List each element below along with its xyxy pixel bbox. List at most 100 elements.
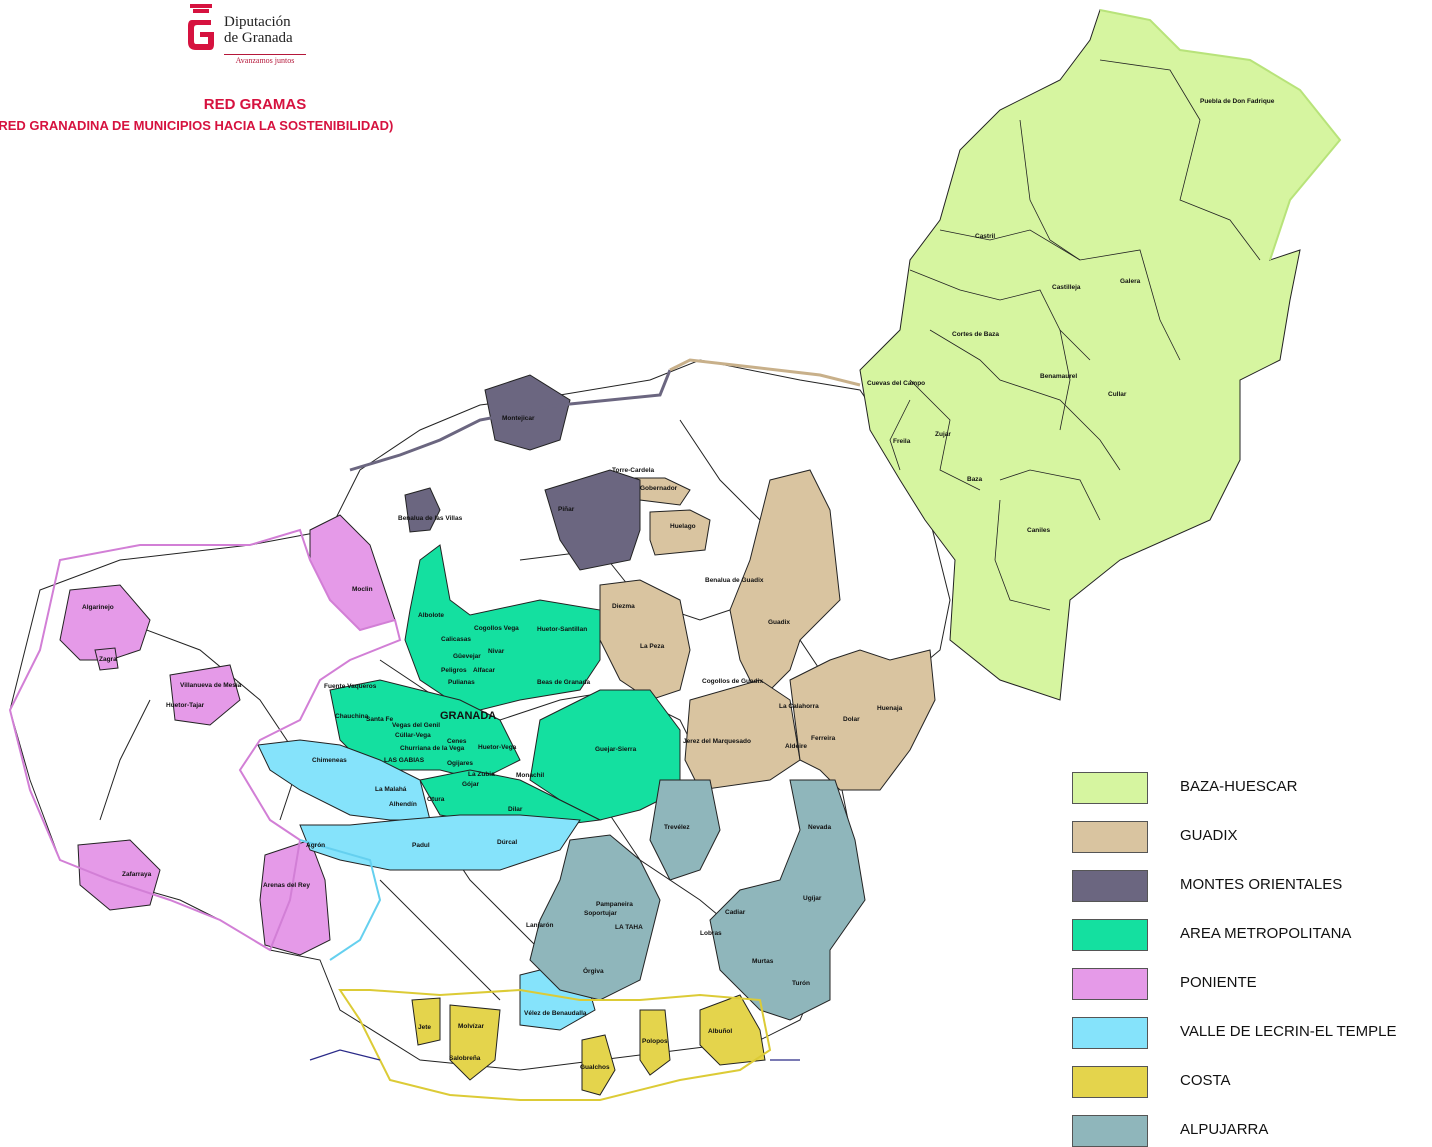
place-label: Huetor-Vega — [478, 744, 517, 751]
logo-g-icon — [188, 4, 214, 50]
legend-item-valle-lecrin: VALLE DE LECRIN-EL TEMPLE — [1070, 1015, 1432, 1049]
diputacion-logo: Diputación de Granada Avanzamos juntos — [186, 4, 326, 70]
legend-swatch — [1072, 1115, 1148, 1147]
place-label: Puebla de Don Fadrique — [1200, 98, 1275, 105]
place-label: Huetor-Santillan — [537, 626, 587, 633]
place-label: Castril — [975, 233, 995, 240]
place-label: Dúrcal — [497, 839, 517, 846]
place-label: Vegas del Genil — [392, 722, 440, 729]
place-label: Salobreña — [449, 1055, 481, 1062]
map-title: RED GRAMAS — [203, 96, 307, 113]
place-label: Castilleja — [1052, 284, 1081, 291]
place-label: Huetor-Tajar — [166, 702, 205, 709]
place-label: Cúllar-Vega — [395, 732, 431, 739]
place-label: Galera — [1120, 278, 1141, 285]
place-label: La Calahorra — [779, 703, 819, 710]
place-label: Dilar — [508, 806, 523, 813]
river — [309, 1049, 800, 1061]
place-label: Cullar — [1108, 391, 1127, 398]
legend-label: COSTA — [1180, 1072, 1231, 1089]
legend-swatch — [1072, 1017, 1148, 1049]
place-label: Huelago — [670, 523, 696, 530]
place-label: Gójar — [462, 781, 479, 788]
region-alpujarra — [529, 779, 866, 1021]
place-label: LAS GABIAS — [384, 757, 425, 764]
place-label: Otura — [427, 796, 445, 803]
place-label: Trevélez — [664, 824, 690, 831]
place-label: Molvízar — [458, 1023, 484, 1030]
place-label: Freila — [893, 438, 911, 445]
place-label: LA TAHA — [615, 924, 643, 931]
map-subtitle: (RED GRANADINA DE MUNICIPIOS HACIA LA SO… — [0, 118, 394, 133]
place-label: Cadiar — [725, 909, 746, 916]
boundary-poniente — [8, 528, 402, 952]
place-label: Benalua de Guadix — [705, 577, 764, 584]
legend-label: AREA METROPOLITANA — [1180, 925, 1352, 942]
boundary-lecrin — [299, 839, 382, 961]
place-label: Caniles — [1027, 527, 1051, 534]
place-label: Alfacar — [473, 667, 496, 674]
place-label: Guadix — [768, 619, 790, 626]
legend-label: ALPUJARRA — [1180, 1121, 1269, 1138]
place-label: Arenas del Rey — [263, 882, 310, 889]
place-label: Aldeire — [785, 743, 807, 750]
place-label: Albolote — [418, 612, 444, 619]
logo-line2: de Granada — [224, 30, 293, 46]
place-label: Agrón — [306, 842, 325, 849]
place-label: Gualchos — [580, 1064, 610, 1071]
place-label: La Zubia — [468, 771, 495, 778]
place-label: Diezma — [612, 603, 635, 610]
place-label: Ferreira — [811, 735, 836, 742]
place-label: Guejar-Sierra — [595, 746, 637, 753]
legend-swatch — [1072, 821, 1148, 853]
place-label: Moclin — [352, 586, 373, 593]
boundary-costa — [338, 988, 772, 1101]
legend-label: PONIENTE — [1180, 974, 1257, 991]
place-label: Torre-Cardela — [612, 467, 655, 474]
place-label: Zagra — [99, 656, 117, 663]
place-label: Villanueva de Mesía — [180, 682, 242, 689]
boundary-montes — [349, 369, 672, 472]
city-label: GRANADA — [440, 710, 496, 722]
legend-item-montes-orientales: MONTES ORIENTALES — [1070, 868, 1432, 902]
place-label: Murtas — [752, 958, 774, 965]
place-label: Güevejar — [453, 653, 481, 660]
place-label: Piñar — [558, 506, 575, 513]
legend-item-area-metropolitana: AREA METROPOLITANA — [1070, 917, 1432, 951]
place-label: Cenes — [447, 738, 467, 745]
region-guadix — [599, 469, 936, 791]
place-label: Chauchina — [335, 713, 369, 720]
place-label: Beas de Granada — [537, 679, 590, 686]
legend-item-costa: COSTA — [1070, 1064, 1432, 1098]
place-label: Cogollos Vega — [474, 625, 519, 632]
baza-internal-borders — [889, 59, 1261, 611]
region-costa — [411, 994, 766, 1096]
place-label: Baza — [967, 476, 983, 483]
place-label: Calicasas — [441, 636, 471, 643]
place-labels: Puebla de Don Fadrique Castril Castillej… — [82, 98, 1275, 1071]
legend-label: MONTES ORIENTALES — [1180, 876, 1343, 893]
place-label: Peligros — [441, 667, 467, 674]
logo-tagline: Avanzamos juntos — [224, 54, 306, 65]
place-label: Cuevas del Campo — [867, 380, 925, 387]
legend-label: VALLE DE LECRIN-EL TEMPLE — [1180, 1023, 1397, 1040]
legend-swatch — [1072, 870, 1148, 902]
place-label: Zujar — [935, 431, 951, 438]
place-label: Lobras — [700, 930, 722, 937]
place-label: Huenaja — [877, 705, 903, 712]
place-label: Órgiva — [583, 966, 604, 975]
legend-label: BAZA-HUESCAR — [1180, 778, 1298, 795]
place-label: Pampaneira — [596, 901, 633, 908]
place-label: Albuñol — [708, 1028, 732, 1035]
legend-swatch — [1072, 919, 1148, 951]
place-label: Benamaurel — [1040, 373, 1077, 380]
place-label: Chimeneas — [312, 757, 347, 764]
place-label: Montejicar — [502, 415, 535, 422]
place-label: Jerez del Marquesado — [683, 738, 751, 745]
place-label: Zafarraya — [122, 871, 152, 878]
place-label: Fuente Vaqueros — [324, 683, 377, 690]
logo-line1: Diputación — [224, 14, 291, 30]
place-label: La Malahá — [375, 786, 407, 793]
place-label: Polopos — [642, 1038, 668, 1045]
